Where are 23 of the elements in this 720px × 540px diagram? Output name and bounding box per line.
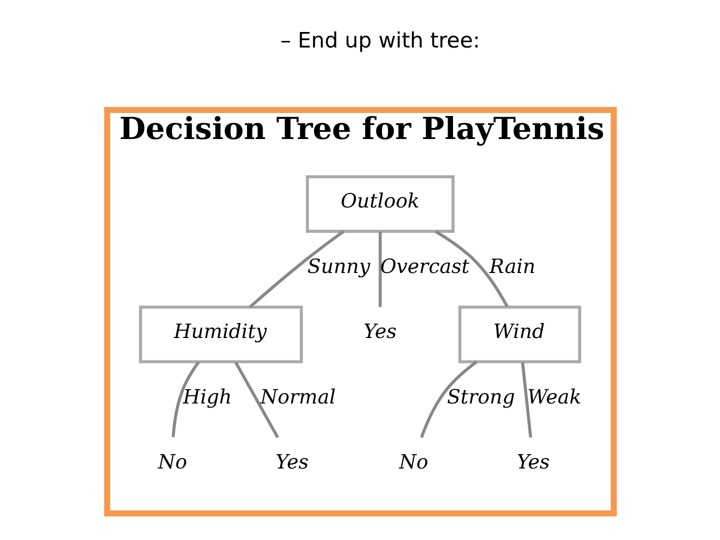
- connector: [434, 230, 508, 308]
- edge-label: Strong: [446, 385, 514, 408]
- node-box: Wind: [458, 306, 581, 364]
- connector: [378, 232, 382, 307]
- connector: [520, 362, 532, 438]
- connector: [248, 230, 344, 308]
- edge-label: High: [182, 385, 232, 408]
- node-text: Yes: [275, 450, 308, 474]
- connector: [420, 360, 477, 438]
- connector: [171, 361, 200, 438]
- label: – End up with tree:: [280, 28, 480, 54]
- node-text: No: [158, 450, 187, 474]
- node-text: No: [398, 450, 428, 474]
- node-box: Humidity: [138, 306, 302, 364]
- node-text: Yes: [516, 450, 550, 474]
- edge-label: Rain: [488, 254, 535, 278]
- node-text: Yes: [363, 320, 396, 344]
- edge-label: Weak: [526, 385, 581, 408]
- node-box: Outlook: [305, 175, 454, 233]
- edge-label: Overcast: [380, 254, 469, 278]
- edge-label: Normal: [260, 385, 336, 408]
- edge-label: Sunny: [306, 254, 370, 278]
- connector: [234, 362, 279, 438]
